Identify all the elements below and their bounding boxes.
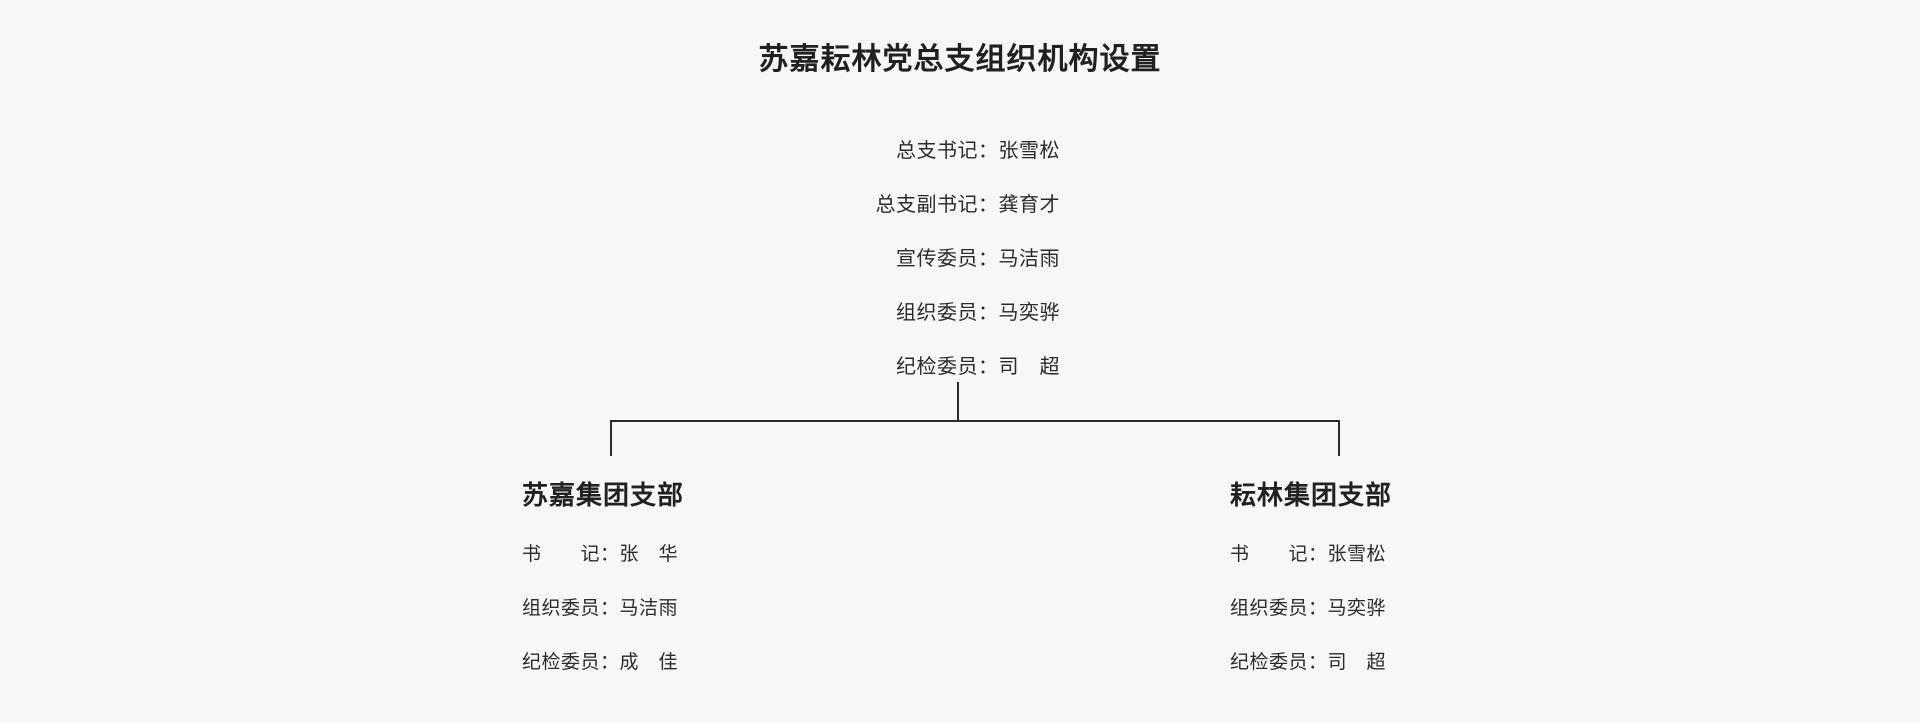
root-row-deputy-secretary: 总支副书记：龚育才 [875,194,1060,216]
branch-node-sujia: 苏嘉集团支部 书 记：张 华 组织委员：马洁雨 纪检委员：成 佳 [522,476,942,690]
branch-title-yunlin: 耘林集团支部 [1230,480,1393,510]
root-row-organization-member: 组织委员：马奕骅 [896,302,1060,324]
root-row-total-secretary: 总支书记：张雪松 [896,140,1060,162]
branch-title-sujia: 苏嘉集团支部 [522,480,685,510]
root-node: 总支书记：张雪松 总支副书记：龚育才 宣传委员：马洁雨 组织委员：马奕骅 纪检委… [760,124,1060,394]
branch-sujia-row-organization-member: 组织委员：马洁雨 [522,598,679,619]
connector-drop-left [610,420,612,456]
branch-sujia-row-secretary: 书 记：张 华 [522,544,679,565]
branch-yunlin-row-organization-member: 组织委员：马奕骅 [1230,598,1387,619]
branch-node-yunlin: 耘林集团支部 书 记：张雪松 组织委员：马奕骅 纪检委员：司 超 [1230,476,1650,690]
root-row-publicity-member: 宣传委员：马洁雨 [896,248,1060,270]
branch-yunlin-row-discipline-member: 纪检委员：司 超 [1230,652,1387,673]
branch-sujia-row-discipline-member: 纪检委员：成 佳 [522,652,679,673]
connector-drop-right [1338,420,1340,456]
page-title: 苏嘉耘林党总支组织机构设置 [758,43,1162,76]
root-row-discipline-member: 纪检委员：司 超 [896,356,1060,378]
branch-yunlin-row-secretary: 书 记：张雪松 [1230,544,1387,565]
connector-horizontal-bar [610,420,1340,422]
